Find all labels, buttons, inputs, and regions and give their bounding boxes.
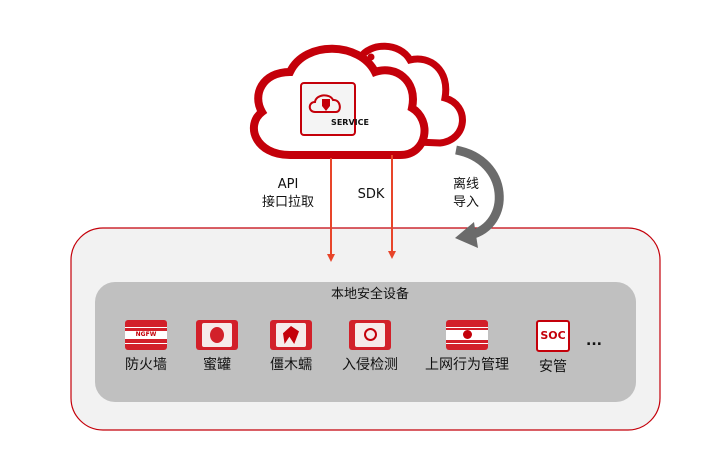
soc-icon: SOC xyxy=(536,320,570,352)
device-label: 上网行为管理 xyxy=(425,357,509,373)
device-intrusion-detection: 入侵检测 xyxy=(340,320,400,374)
service-cloud-icon xyxy=(308,94,341,113)
offline-label-line1: 离线 xyxy=(452,177,480,192)
offline-import-arrow xyxy=(454,145,504,240)
service-label: SERVICE xyxy=(331,118,369,127)
device-label: 僵木蠕 xyxy=(270,357,312,373)
api-label: API 接口拉取 xyxy=(262,176,314,212)
device-label: 防火墙 xyxy=(125,357,167,373)
cloud-back xyxy=(356,42,466,147)
offline-label-line2: 导入 xyxy=(452,195,480,210)
intrusion-detection-icon xyxy=(349,320,391,350)
api-label-line1: API xyxy=(277,177,299,192)
sdk-label: SDK xyxy=(357,187,385,202)
device-honeypot: 蜜罐 xyxy=(187,320,247,374)
firewall-icon: NGFW xyxy=(125,320,167,350)
malware-icon xyxy=(270,320,312,350)
ngfw-badge: NGFW xyxy=(125,331,167,339)
device-label: 安管 xyxy=(539,359,567,375)
device-label: 蜜罐 xyxy=(203,357,231,373)
device-soc: SOC 安管 xyxy=(523,320,583,376)
behavior-management-icon xyxy=(446,320,488,350)
soc-badge: SOC xyxy=(540,329,566,342)
service-icon-box xyxy=(300,82,356,136)
device-label: 入侵检测 xyxy=(342,357,398,373)
offline-label: 离线 导入 xyxy=(453,176,479,212)
more-devices-ellipsis: ... xyxy=(586,333,602,349)
api-label-line2: 接口拉取 xyxy=(261,195,315,210)
device-firewall: NGFW 防火墙 xyxy=(116,320,176,374)
device-behavior-management: 上网行为管理 xyxy=(417,320,517,374)
honeypot-icon xyxy=(196,320,238,350)
local-devices-title: 本地安全设备 xyxy=(330,287,410,302)
shield-icon xyxy=(322,99,330,111)
device-malware: 僵木蠕 xyxy=(261,320,321,374)
